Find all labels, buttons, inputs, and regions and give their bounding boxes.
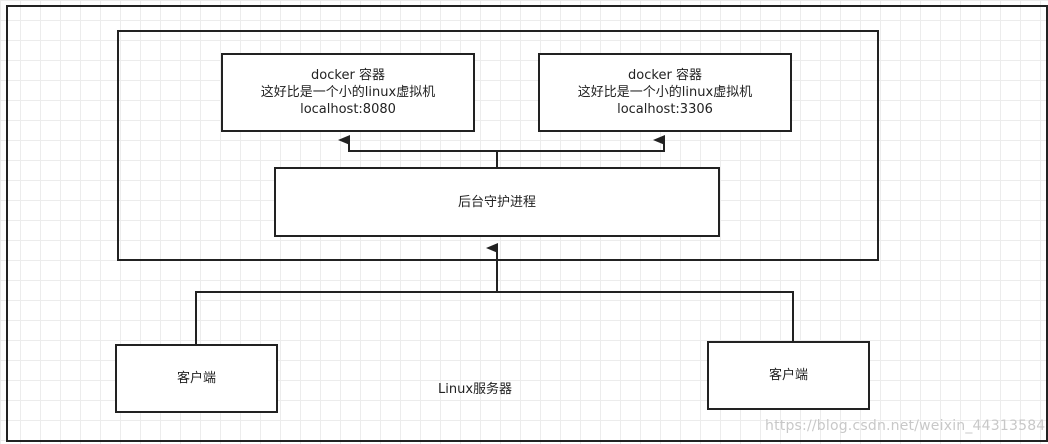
linux-server-frame	[6, 5, 1048, 442]
container-address: localhost:3306	[617, 102, 713, 117]
client-label: 客户端	[768, 368, 808, 383]
client-label: 客户端	[176, 371, 216, 386]
container-description: 这好比是一个小的linux虚拟机	[577, 85, 753, 100]
watermark: https://blog.csdn.net/weixin_44313584	[765, 418, 1046, 434]
docker-container-8080: docker 容器 这好比是一个小的linux虚拟机 localhost:808…	[221, 53, 475, 132]
client-right-connector	[497, 291, 794, 342]
docker-container-3306: docker 容器 这好比是一个小的linux虚拟机 localhost:330…	[538, 53, 792, 132]
server-label: Linux服务器	[438, 382, 513, 397]
docker-daemon: 后台守护进程	[274, 167, 720, 237]
client-right: 客户端	[707, 341, 870, 410]
daemon-label: 后台守护进程	[457, 194, 536, 210]
daemon-to-containers-connector	[338, 135, 498, 168]
container-description: 这好比是一个小的linux虚拟机	[260, 85, 436, 100]
daemon-to-container-right-connector	[497, 135, 665, 152]
container-title: docker 容器	[628, 68, 702, 83]
container-address: localhost:8080	[300, 102, 396, 117]
client-left: 客户端	[115, 344, 278, 413]
container-title: docker 容器	[311, 68, 385, 83]
client-left-connector	[195, 243, 498, 345]
